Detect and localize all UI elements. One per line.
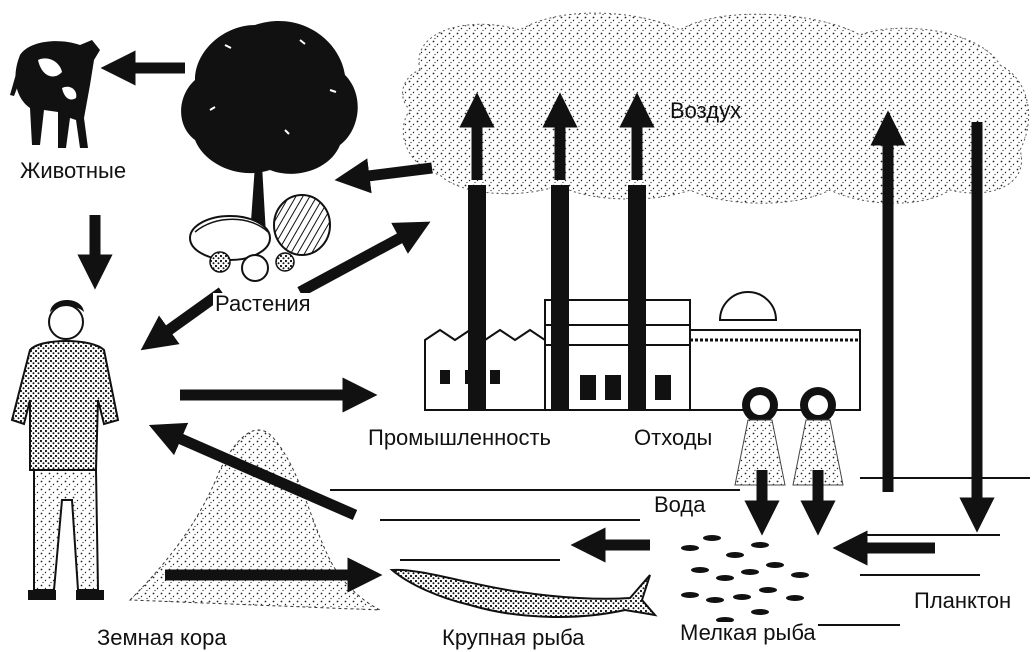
- earth-crust-icon: [130, 430, 380, 610]
- label-plankton: Планктон: [912, 590, 1013, 612]
- label-water: Вода: [652, 494, 708, 516]
- person-icon: [12, 300, 118, 600]
- arrow-plants-to-person: [155, 292, 222, 340]
- label-plants: Растения: [213, 293, 313, 315]
- arrow-air-to-plants: [352, 168, 432, 178]
- label-small-fish: Мелкая рыба: [678, 622, 818, 644]
- label-industry: Промышленность: [366, 427, 553, 449]
- tree-icon: [181, 21, 358, 235]
- label-air: Воздух: [668, 100, 743, 122]
- big-fish-icon: [392, 570, 655, 617]
- small-fish-icon: [681, 535, 809, 623]
- label-waste: Отходы: [632, 427, 714, 449]
- label-big-fish: Крупная рыба: [440, 627, 587, 649]
- label-animals: Животные: [18, 160, 128, 182]
- cow-icon: [10, 40, 100, 148]
- label-earth-crust: Земная кора: [95, 627, 229, 649]
